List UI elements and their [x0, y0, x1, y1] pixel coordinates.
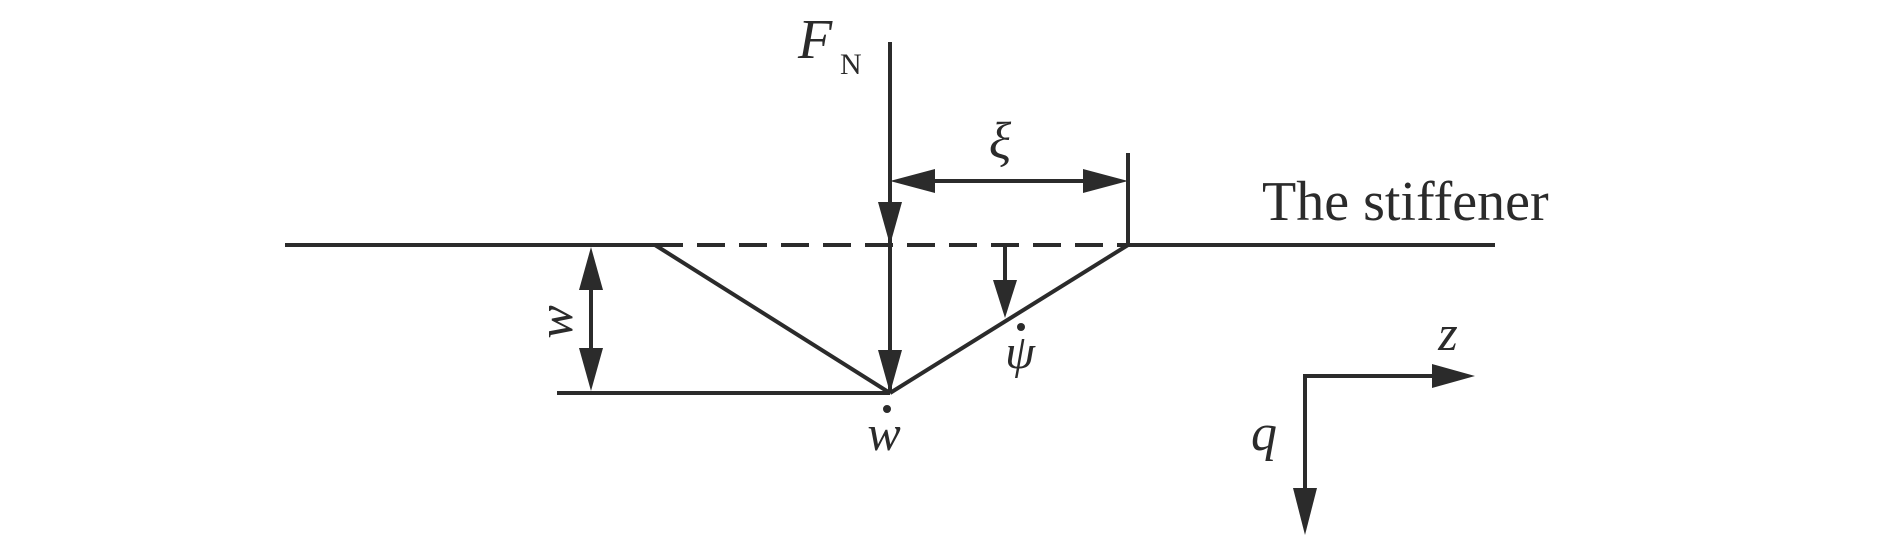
force-arrowhead-upper [878, 202, 902, 245]
w-label: w [527, 305, 583, 338]
force-label: F [797, 9, 833, 71]
force-subscript: N [840, 48, 862, 81]
deflected-right-slope [888, 243, 1130, 395]
w-dot-accent [883, 405, 891, 413]
z-axis-label: z [1437, 305, 1457, 361]
stiffener-label: The stiffener [1262, 171, 1549, 233]
xi-arrowhead-left [890, 169, 935, 193]
q-axis-arrowhead [1293, 488, 1317, 535]
xi-label: ξ [989, 113, 1012, 170]
psi-dot-accent [1017, 323, 1025, 331]
deflected-left-slope [653, 243, 892, 395]
psi-dot-label: ψ [1005, 326, 1036, 379]
force-arrowhead-lower [878, 350, 902, 393]
z-axis-arrowhead [1432, 364, 1475, 388]
xi-arrowhead-right [1083, 169, 1128, 193]
w-arrowhead-up [579, 247, 603, 290]
w-arrowhead-down [579, 348, 603, 391]
psi-arrowhead [993, 280, 1017, 318]
w-dot-label: w [867, 405, 900, 461]
q-axis-label: q [1251, 405, 1277, 462]
